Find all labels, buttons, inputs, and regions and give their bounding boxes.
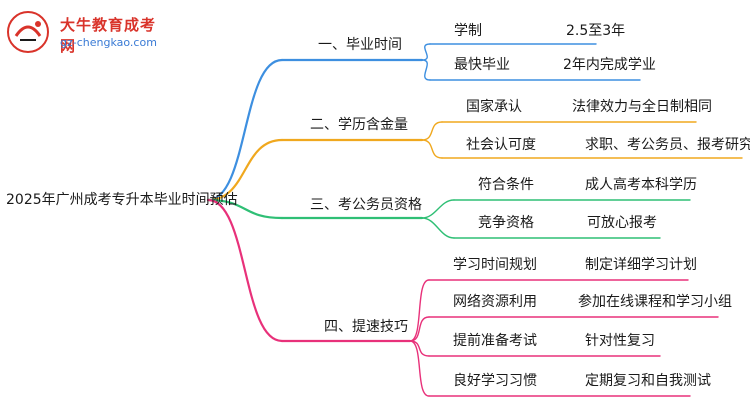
branch-title: 一、毕业时间 — [318, 37, 402, 53]
branch-title: 四、提速技巧 — [324, 319, 408, 335]
leaf-value: 2.5至3年 — [566, 23, 626, 39]
leaf-label: 竞争资格 — [478, 215, 534, 231]
branch-connector — [206, 198, 284, 343]
branch-title: 三、考公务员资格 — [310, 197, 422, 213]
leaf-connector — [421, 139, 443, 159]
leaf-connector — [421, 199, 455, 219]
leaf-connector — [409, 340, 430, 397]
leaf-label: 最快毕业 — [454, 57, 510, 73]
leaf-value: 针对性复习 — [585, 333, 655, 349]
leaf-value: 定期复习和自我测试 — [585, 373, 711, 389]
watermark: 大牛教育成考网 gz-chengkao.com — [6, 10, 166, 55]
leaf-connector — [409, 340, 430, 357]
leaf-connector — [409, 316, 430, 342]
branch-connector — [206, 138, 284, 202]
leaf-label: 学习时间规划 — [453, 257, 537, 273]
leaf-value: 成人高考本科学历 — [585, 177, 697, 193]
leaf-value: 求职、考公务员、报考研究生 — [585, 137, 750, 153]
leaf-connector — [421, 217, 455, 239]
brand-logo-icon — [7, 11, 49, 53]
root-node: 2025年广州成考专升本毕业时间预估 — [6, 192, 238, 208]
watermark-brand: 大牛教育成考网 — [60, 16, 157, 55]
leaf-connector — [409, 279, 430, 342]
leaf-label: 提前准备考试 — [453, 333, 537, 349]
leaf-connector — [421, 121, 443, 141]
leaf-label: 良好学习习惯 — [453, 373, 537, 389]
leaf-label: 网络资源利用 — [453, 294, 537, 310]
leaf-value: 2年内完成学业 — [563, 57, 656, 73]
leaf-value: 法律效力与全日制相同 — [572, 99, 712, 115]
leaf-value: 可放心报考 — [587, 215, 657, 231]
leaf-value: 参加在线课程和学习小组 — [578, 294, 732, 310]
leaf-connector — [421, 59, 431, 81]
leaf-value: 制定详细学习计划 — [585, 257, 697, 273]
leaf-connector — [421, 43, 431, 61]
branch-title: 二、学历含金量 — [310, 117, 408, 133]
leaf-label: 社会认可度 — [466, 137, 536, 153]
branch-connector — [206, 198, 284, 220]
leaf-label: 学制 — [454, 23, 482, 39]
leaf-label: 国家承认 — [466, 99, 522, 115]
watermark-url: gz-chengkao.com — [60, 36, 157, 49]
leaf-label: 符合条件 — [478, 177, 534, 193]
branch-connector — [206, 58, 284, 202]
